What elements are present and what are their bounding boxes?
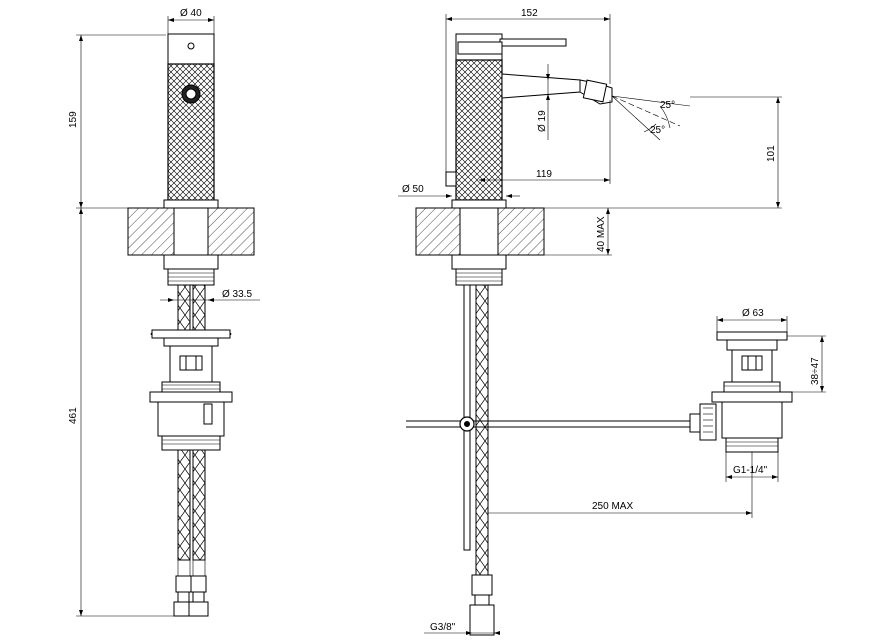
dim-spout-height: 101 (544, 96, 782, 209)
side-waste-body (711, 391, 793, 403)
dim-height-below-deck: 461 (68, 208, 176, 617)
label-shank-diameter: Ø 33.5 (222, 289, 252, 300)
dim-overall-length: 152 (445, 8, 611, 172)
front-cap-dot (187, 42, 195, 50)
label-deck-thickness: 40 MAX (596, 216, 607, 252)
side-deck-left (415, 207, 461, 256)
dim-waste-cap-diameter: Ø 63 (716, 308, 788, 334)
side-lever (499, 38, 567, 47)
dim-rod-length: 250 MAX (488, 452, 753, 518)
label-spray-angle-upper: 25° (660, 100, 675, 111)
front-deck-right (207, 207, 255, 256)
label-front-top-diameter: Ø 40 (180, 8, 202, 19)
dim-hose-thread: G3/8" (424, 622, 500, 635)
label-rod-length: 250 MAX (592, 501, 633, 512)
side-hose (475, 284, 489, 576)
label-spout-height: 101 (766, 145, 777, 162)
front-deck-left (127, 207, 175, 256)
dim-waste-height: 38÷47 (787, 335, 826, 393)
label-spout-diameter: Ø 19 (537, 110, 548, 132)
dim-deck-thickness: 40 MAX (544, 208, 612, 256)
front-shank (173, 207, 209, 256)
label-hose-thread: G3/8" (430, 622, 456, 633)
front-nut (163, 254, 219, 270)
dim-spout-reach: 119 (479, 100, 611, 184)
dim-base-diameter: Ø 50 (398, 184, 520, 198)
front-waste-body (149, 391, 233, 403)
label-base-diameter: Ø 50 (402, 184, 424, 195)
label-overall-length: 152 (521, 8, 538, 19)
dim-spout-diameter: Ø 19 (537, 64, 550, 140)
side-deck-right (497, 207, 545, 256)
dim-front-top-diameter: Ø 40 (167, 8, 215, 34)
dim-shank-diameter: Ø 33.5 (160, 289, 260, 302)
side-knurled-body (455, 59, 503, 201)
dim-height-above-deck: 159 (68, 34, 166, 209)
side-view: 152 Ø 19 119 Ø 50 25° 25° (398, 8, 826, 636)
label-waste-cap-diameter: Ø 63 (742, 308, 764, 319)
label-waste-height: 38÷47 (810, 357, 821, 385)
side-spout (501, 73, 581, 99)
label-height-below-deck: 461 (68, 407, 79, 424)
label-spray-angle-lower: 25° (650, 125, 665, 136)
label-spout-reach: 119 (536, 169, 552, 180)
label-waste-thread: G1-1/4" (733, 465, 768, 476)
label-height-above-deck: 159 (68, 111, 79, 128)
front-view: Ø 40 159 461 Ø 33.5 (68, 8, 260, 617)
